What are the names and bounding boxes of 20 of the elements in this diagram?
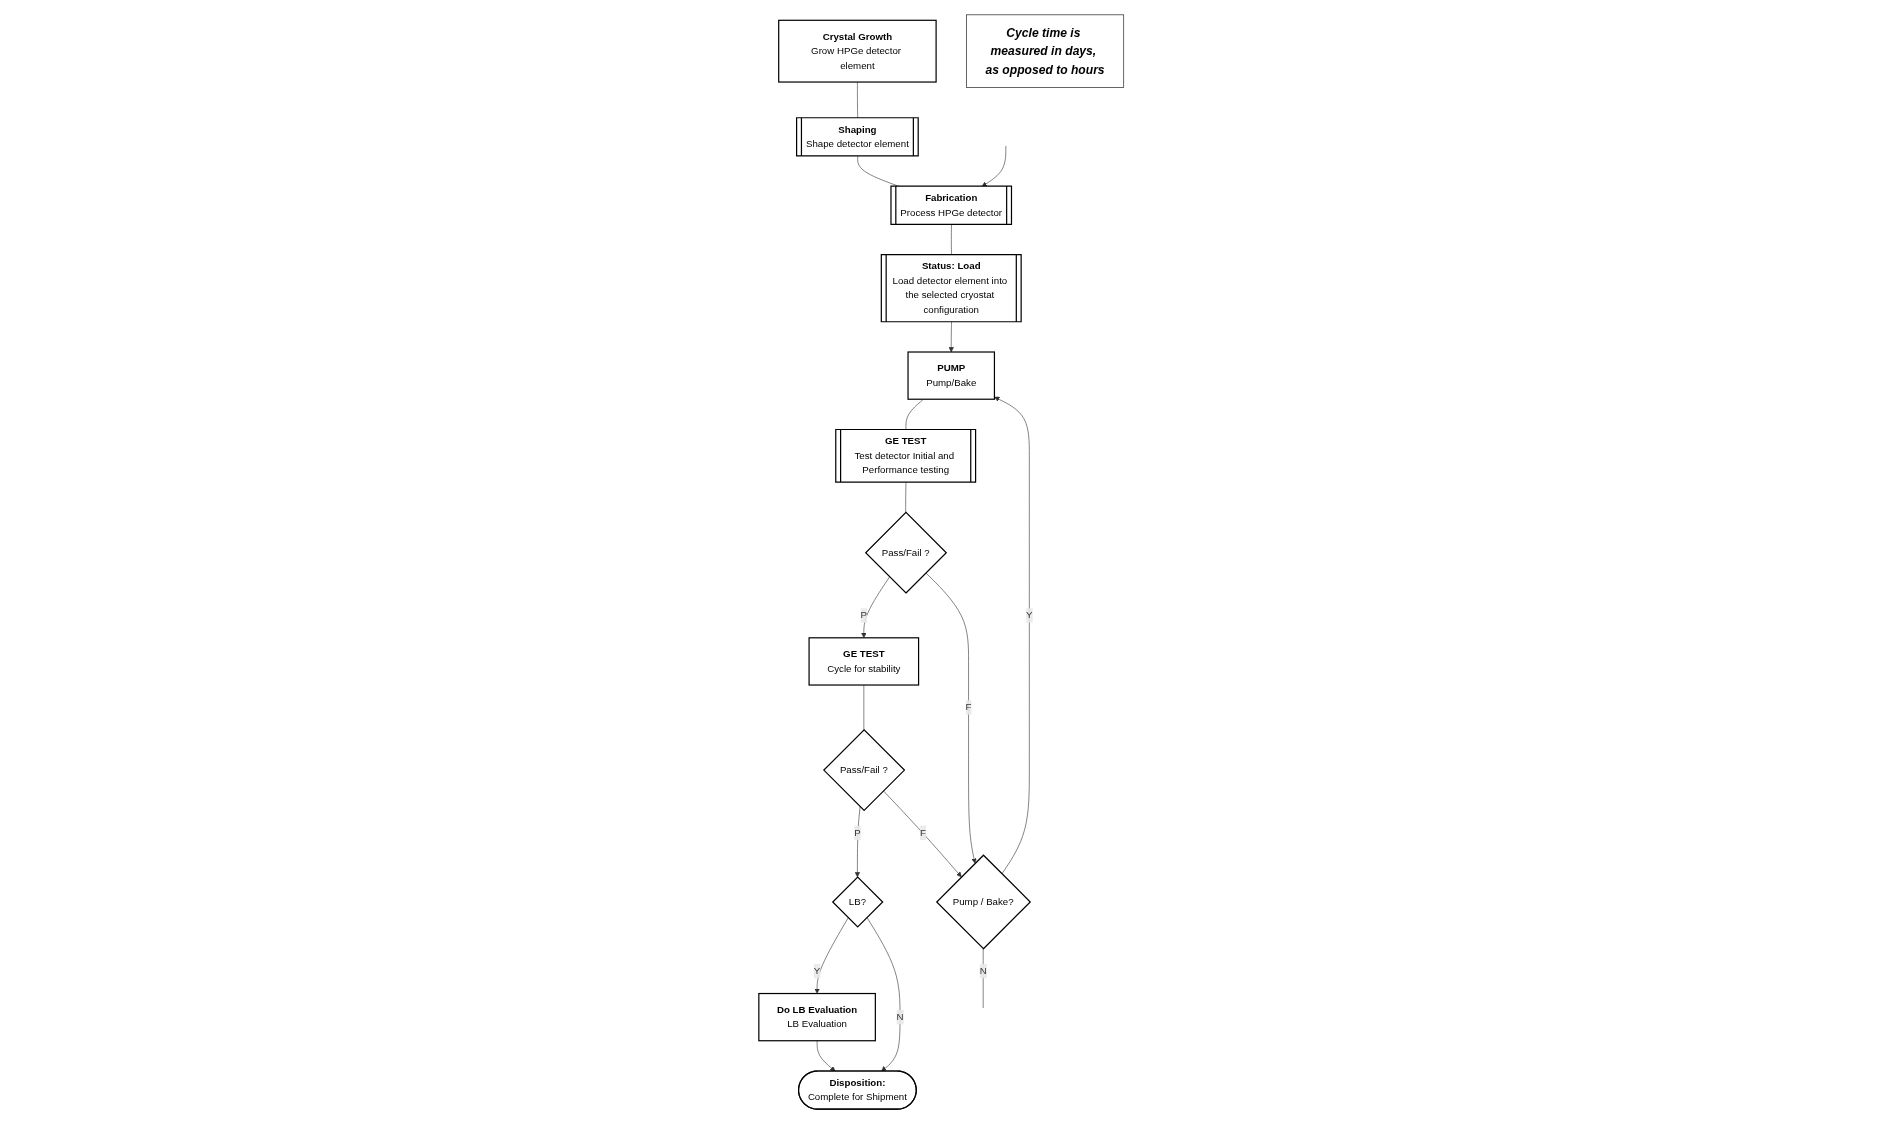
edge-label: N [896, 1011, 904, 1022]
edge-label: P [860, 609, 868, 621]
node-box: Cycle time is measured in days, as opposed to hours [966, 14, 1125, 88]
node-box: Crystal Growth Grow HPGe detector element [778, 19, 937, 83]
connector [983, 948, 984, 1009]
node-diamond: LB? [832, 876, 884, 928]
node-box: GE TEST Cycle for stability [808, 637, 920, 686]
node-diamond: Pass/Fail ? [823, 728, 906, 812]
connector [863, 684, 865, 731]
edge-label: F [920, 827, 927, 838]
connector [905, 482, 907, 513]
edge-label: Y [814, 965, 821, 976]
node-diamond: Pass/Fail ? [865, 511, 948, 594]
edge-label: Y [1026, 609, 1033, 621]
edge-label: F [965, 701, 972, 713]
node-box: Do LB Evaluation LB Evaluation [758, 992, 877, 1042]
node-diamond: Pump / Bake? [936, 854, 1032, 950]
edge-label: N [979, 965, 987, 976]
edge-label: P [854, 827, 861, 838]
node-box: PUMP Pump/Bake [907, 351, 996, 400]
